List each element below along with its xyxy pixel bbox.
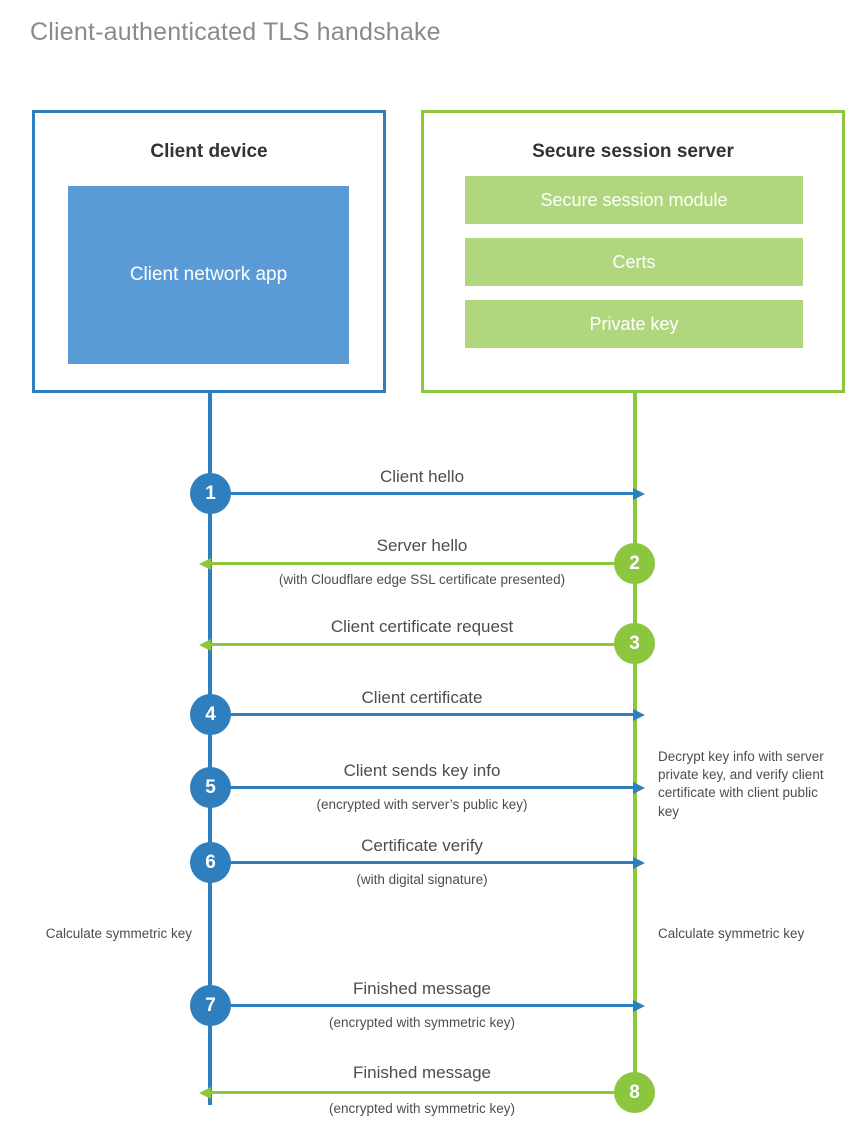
step-5-arrow [210,781,645,794]
server-module-list: Secure session module Certs Private key [465,176,803,362]
step-4-badge: 4 [190,694,231,735]
server-module-secure-session: Secure session module [465,176,803,224]
arrowhead-left-icon [199,1086,211,1099]
arrowhead-right-icon [633,999,645,1012]
secure-session-server-title: Secure session server [532,141,734,162]
step-2-badge: 2 [614,543,655,584]
client-network-app-box: Client network app [68,186,349,364]
step-7-arrow [210,999,645,1012]
arrowhead-right-icon [633,856,645,869]
step-1-arrow [210,487,645,500]
step-7-sublabel: (encrypted with symmetric key) [328,1015,516,1030]
server-module-private-key: Private key [465,300,803,348]
step-7-label: Finished message [353,979,491,998]
step-5-sublabel: (encrypted with server’s public key) [316,797,528,812]
step-5-badge: 5 [190,767,231,808]
client-calculate-symmetric-key-note: Calculate symmetric key [45,926,192,941]
step-8-arrow [199,1086,634,1099]
step-8-label: Finished message [353,1063,491,1082]
step-1-label: Client hello [379,467,465,486]
step-7-badge: 7 [190,985,231,1026]
page-title: Client-authenticated TLS handshake [30,18,441,46]
server-decrypt-note: Decrypt key info with server private key… [658,749,824,819]
step-6-label: Certificate verify [361,836,483,855]
arrowhead-right-icon [633,487,645,500]
step-6-sublabel: (with digital signature) [356,872,488,887]
step-8-sublabel: (encrypted with symmetric key) [328,1101,516,1116]
step-4-label: Client certificate [361,688,483,707]
arrowhead-left-icon [199,557,211,570]
secure-session-server-box: Secure session server Secure session mod… [421,110,845,393]
step-6-arrow [210,856,645,869]
step-5-label: Client sends key info [343,761,501,780]
client-device-box: Client device Client network app [32,110,386,393]
client-device-title: Client device [150,141,268,162]
step-1-badge: 1 [190,473,231,514]
step-3-badge: 3 [614,623,655,664]
server-module-certs: Certs [465,238,803,286]
arrowhead-right-icon [633,708,645,721]
step-3-arrow [199,638,634,651]
step-2-arrow [199,557,634,570]
step-3-label: Client certificate request [330,617,514,636]
server-lifeline [633,393,637,1093]
step-8-badge: 8 [614,1072,655,1113]
arrowhead-right-icon [633,781,645,794]
step-6-badge: 6 [190,842,231,883]
step-2-label: Server hello [376,536,468,555]
step-4-arrow [210,708,645,721]
client-lifeline [208,393,212,1105]
step-2-sublabel: (with Cloudflare edge SSL certificate pr… [278,572,566,587]
server-calculate-symmetric-key-note: Calculate symmetric key [658,926,805,941]
arrowhead-left-icon [199,638,211,651]
